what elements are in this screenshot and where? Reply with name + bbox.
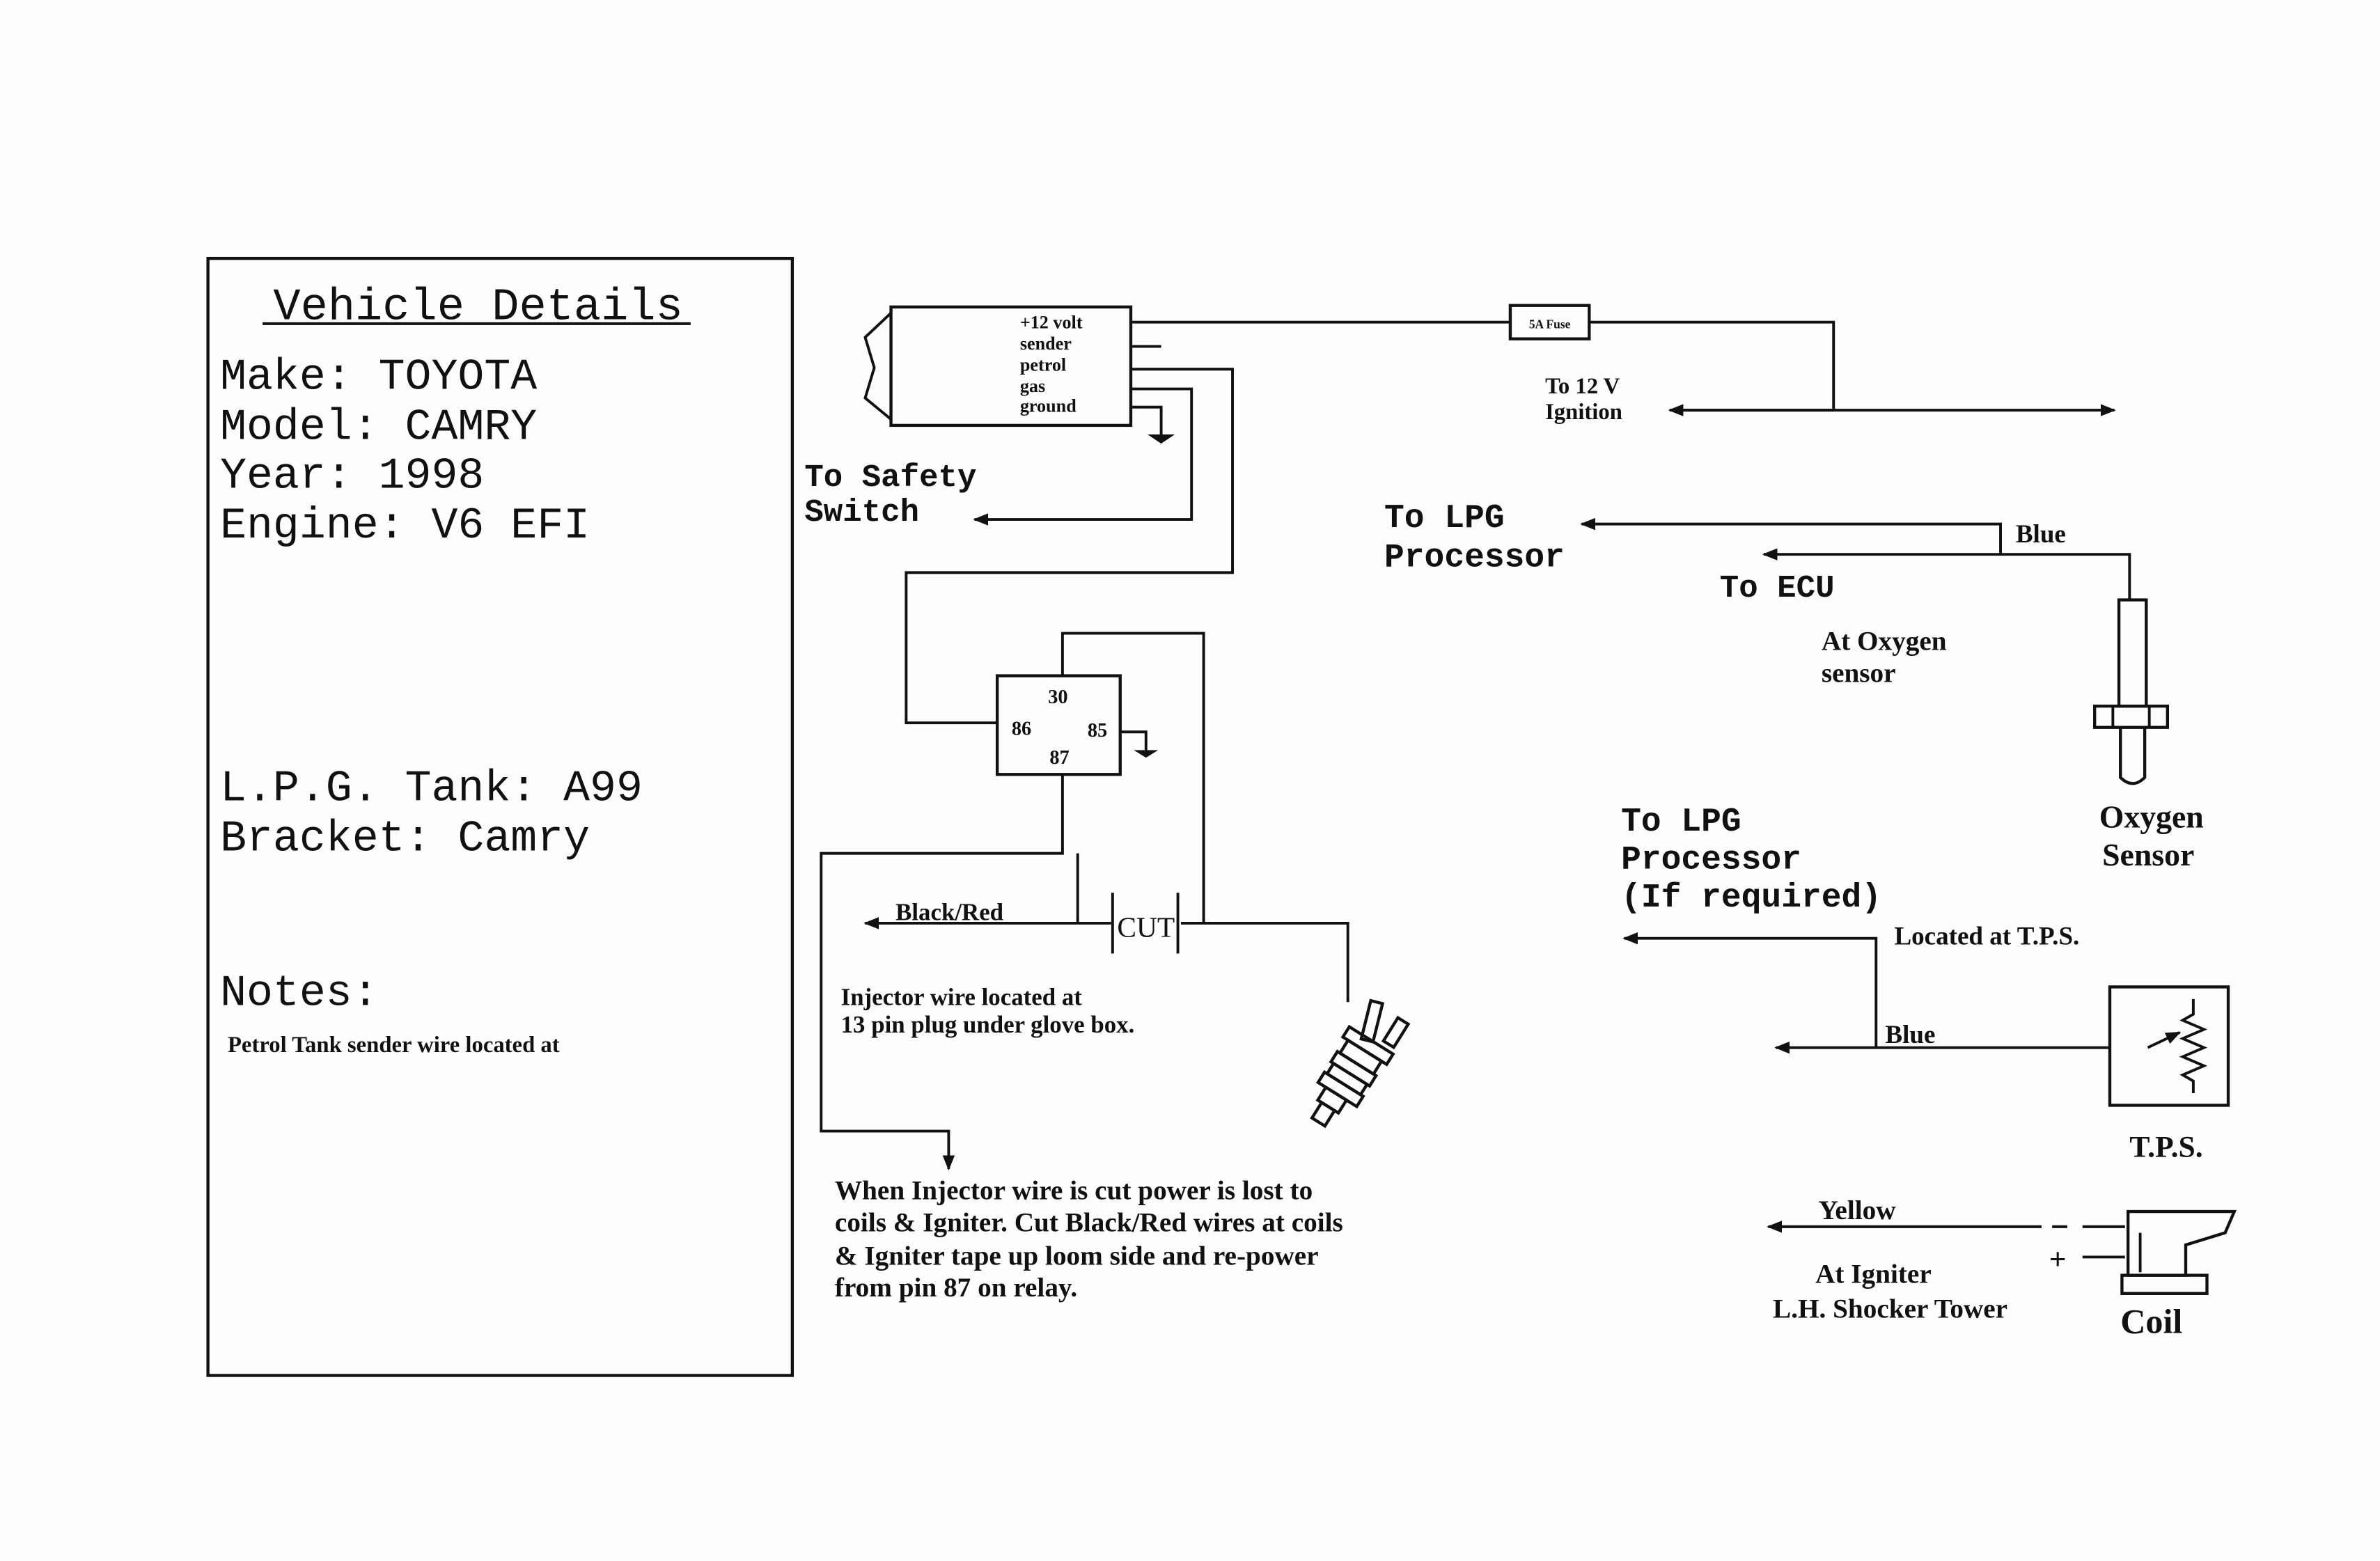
ecu-label: To ECU <box>1720 570 1835 606</box>
sender-ground-wire <box>1130 405 1163 434</box>
tps-wire-label: Blue <box>1885 1021 1935 1049</box>
o2-sensor-label-2: Sensor <box>2102 837 2194 872</box>
wire-relay-30 <box>1060 632 1205 923</box>
sender-pin-petrol: petrol <box>1020 354 1066 375</box>
notes-label: Notes: <box>220 968 379 1019</box>
o2-at-label-2: sensor <box>1822 658 1896 688</box>
make: Make: TOYOTA <box>220 352 537 402</box>
wire-o2-ecu <box>1762 548 2131 600</box>
wire-injector <box>1180 921 1349 1003</box>
relay-ground-wire <box>1120 730 1148 751</box>
wire-gas-safety <box>973 387 1193 526</box>
relay-pin-86: 86 <box>1012 719 1031 740</box>
engine: Engine: V6 EFI <box>220 501 590 551</box>
tps-lpg-label-2: Processor <box>1621 841 1801 879</box>
tps-lpg-label-1: To LPG <box>1621 803 1741 841</box>
o2-lpg-label-1: To LPG <box>1384 500 1505 538</box>
panel-border <box>206 256 794 1377</box>
injector-icon <box>1310 998 1411 1129</box>
o2-sensor-label-1: Oxygen <box>2099 799 2204 835</box>
model: Model: CAMRY <box>220 402 537 453</box>
panel-title: Vehicle Details <box>273 281 682 333</box>
sender-pin-sender: sender <box>1020 334 1072 354</box>
wire-petrol-relay <box>905 368 1234 725</box>
yellow-label: Yellow <box>1818 1195 1896 1225</box>
ground-icon <box>1147 434 1175 444</box>
sender-unit: +12 volt sender petrol gas ground <box>863 305 1175 444</box>
ground-icon <box>1134 750 1159 758</box>
bracket: Bracket: Camry <box>220 813 590 863</box>
ignition-label-1: To 12 V <box>1545 374 1620 399</box>
sender-pin-gas: gas <box>1020 376 1045 396</box>
wire-fuse-ignition <box>1589 320 1835 411</box>
injector-location-1: Injector wire located at <box>841 984 1083 1011</box>
sender-pin-ground: ground <box>1020 395 1077 416</box>
o2-wire-label: Blue <box>2016 520 2066 549</box>
notes-text: Petrol Tank sender wire located at <box>228 1033 560 1058</box>
injector-note-1: When Injector wire is cut power is lost … <box>835 1176 1313 1206</box>
cut-label: CUT <box>1117 911 1175 943</box>
relay-box <box>995 674 1122 776</box>
relay-pin-87: 87 <box>1049 747 1069 769</box>
injector-location-2: 13 pin plug under glove box. <box>841 1011 1135 1038</box>
wire-tps-lpg <box>1622 932 1878 1048</box>
connector-plug-icon <box>863 312 892 421</box>
sender-pin-12v: +12 volt <box>1020 312 1083 332</box>
relay-pin-30: 30 <box>1048 687 1067 708</box>
plus-label: + <box>2049 1243 2067 1276</box>
tps-lpg-label-3: (If required) <box>1621 879 1881 917</box>
year: Year: 1998 <box>220 450 484 501</box>
ignition-label-2: Ignition <box>1545 400 1622 425</box>
lpg-tank: L.P.G. Tank: A99 <box>220 763 643 813</box>
oxygen-sensor-icon <box>2093 598 2170 785</box>
fuse-label: 5A Fuse <box>1529 317 1571 331</box>
relay-pin-85: 85 <box>1088 720 1107 742</box>
relay: 30 86 85 87 <box>995 674 1159 776</box>
injector-note-2: coils & Igniter. Cut Black/Red wires at … <box>835 1207 1343 1237</box>
wire-o2-lpg <box>1580 517 2003 555</box>
tps-label: T.P.S. <box>2129 1131 2202 1164</box>
vehicle-details-panel: Vehicle Details Make: TOYOTA Model: CAMR… <box>206 256 794 1377</box>
wire-relay-87 <box>820 774 1064 1171</box>
tps-located-label: Located at T.P.S. <box>1894 922 2079 950</box>
tps-icon <box>2108 985 2230 1107</box>
o2-lpg-label-2: Processor <box>1384 540 1565 577</box>
safety-label-2: Switch <box>804 494 919 531</box>
safety-label-1: To Safety <box>804 460 976 496</box>
coil-label: Coil <box>2120 1301 2182 1340</box>
injector-note-3: & Igniter tape up loom side and re-power <box>835 1241 1319 1271</box>
igniter-label-2: L.H. Shocker Tower <box>1773 1294 2007 1324</box>
igniter-label-1: At Igniter <box>1815 1260 1932 1289</box>
sender-box <box>889 305 1133 427</box>
black-red-label: Black/Red <box>895 899 1003 926</box>
injector-note-4: from pin 87 on relay. <box>835 1273 1077 1303</box>
coil-icon <box>2120 1209 2237 1295</box>
o2-at-label-1: At Oxygen <box>1822 627 1947 657</box>
